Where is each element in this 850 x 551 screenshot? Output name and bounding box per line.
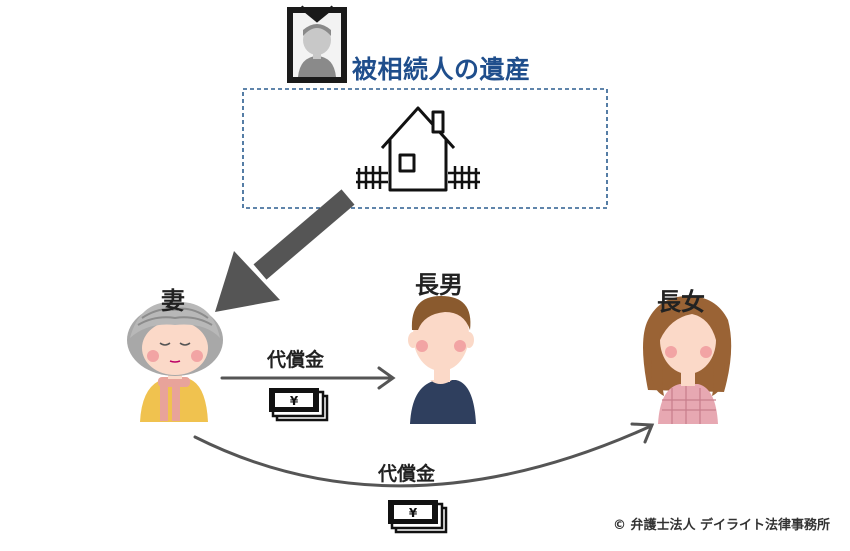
currency-symbol: ¥ [409,506,418,520]
copyright-notice: © 弁護士法人 デイライト法律事務所 [612,518,830,533]
payment-label-to-son: 代償金 [267,349,325,371]
eldest-son-label: 長男 [415,271,463,299]
house-icon [356,106,480,192]
wife-illustration [127,301,223,422]
inheritance-arrow [215,189,355,312]
currency-symbol: ¥ [290,394,299,408]
payment-label-to-daughter: 代償金 [378,463,436,485]
eldest-daughter-label: 長女 [657,288,705,316]
money-icon: ¥ [388,500,448,534]
wife-label: 妻 [161,287,185,315]
estate-title: 被相続人の遺産 [352,55,531,84]
payment-arrow-to-son [220,366,396,390]
estate-box [242,88,608,209]
eldest-daughter-illustration [643,296,732,424]
payment-arrow-to-daughter [193,422,655,488]
eldest-son-illustration [408,296,476,424]
deceased-portrait [287,5,347,83]
money-icon: ¥ [269,388,329,422]
